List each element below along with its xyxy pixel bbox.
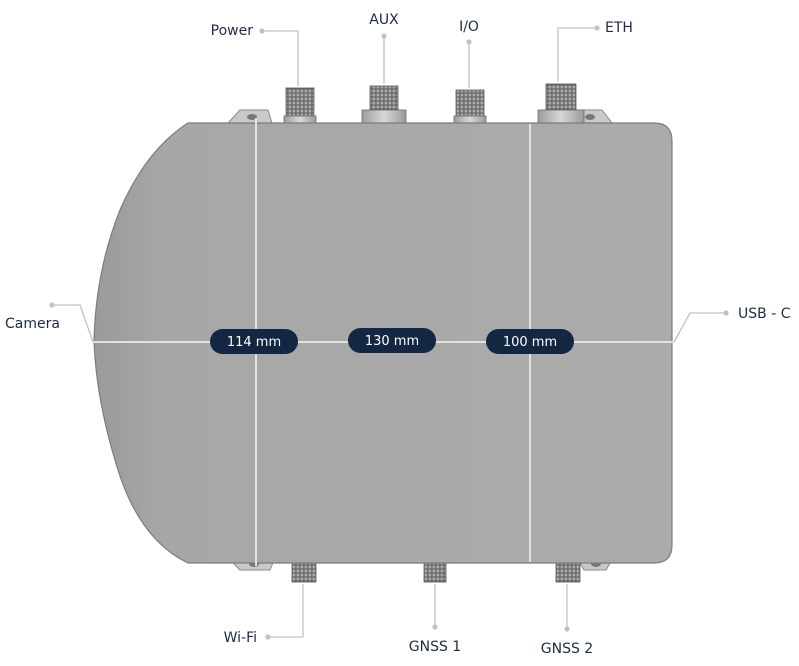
dimension-100: 100 mm bbox=[486, 329, 574, 354]
port-label-aux: AUX bbox=[369, 12, 399, 28]
port-label-io: I/O bbox=[459, 19, 479, 35]
dimension-130: 130 mm bbox=[348, 328, 436, 353]
callout-aux: AUX bbox=[369, 12, 399, 84]
port-label-eth: ETH bbox=[605, 20, 633, 36]
mounting-hole bbox=[247, 114, 257, 120]
port-label-gnss2: GNSS 2 bbox=[541, 641, 593, 657]
dimension-label: 130 mm bbox=[365, 334, 419, 349]
callout-power: Power bbox=[211, 23, 299, 86]
port-label-wifi: Wi-Fi bbox=[224, 630, 257, 646]
callout-camera: Camera bbox=[5, 302, 94, 343]
callout-gnss1: GNSS 1 bbox=[409, 584, 461, 655]
aux-connector bbox=[361, 85, 407, 125]
io-connector bbox=[453, 89, 487, 125]
callout-eth: ETH bbox=[557, 20, 633, 82]
power-connector bbox=[283, 87, 317, 125]
port-label-gnss1: GNSS 1 bbox=[409, 639, 461, 655]
port-label-usb-c: USB - C bbox=[738, 306, 791, 322]
callout-io: I/O bbox=[459, 19, 479, 88]
callout-wifi: Wi-Fi bbox=[224, 584, 304, 646]
dimension-114: 114 mm bbox=[210, 329, 298, 354]
mounting-hole bbox=[585, 114, 595, 120]
eth-connector bbox=[537, 83, 585, 125]
port-label-power: Power bbox=[211, 23, 254, 39]
callout-usb-c: USB - C bbox=[673, 306, 791, 343]
dimension-label: 100 mm bbox=[503, 335, 557, 350]
port-label-camera: Camera bbox=[5, 316, 60, 332]
dimension-label: 114 mm bbox=[227, 335, 281, 350]
top-connectors bbox=[283, 83, 585, 125]
callout-gnss2: GNSS 2 bbox=[541, 584, 593, 657]
